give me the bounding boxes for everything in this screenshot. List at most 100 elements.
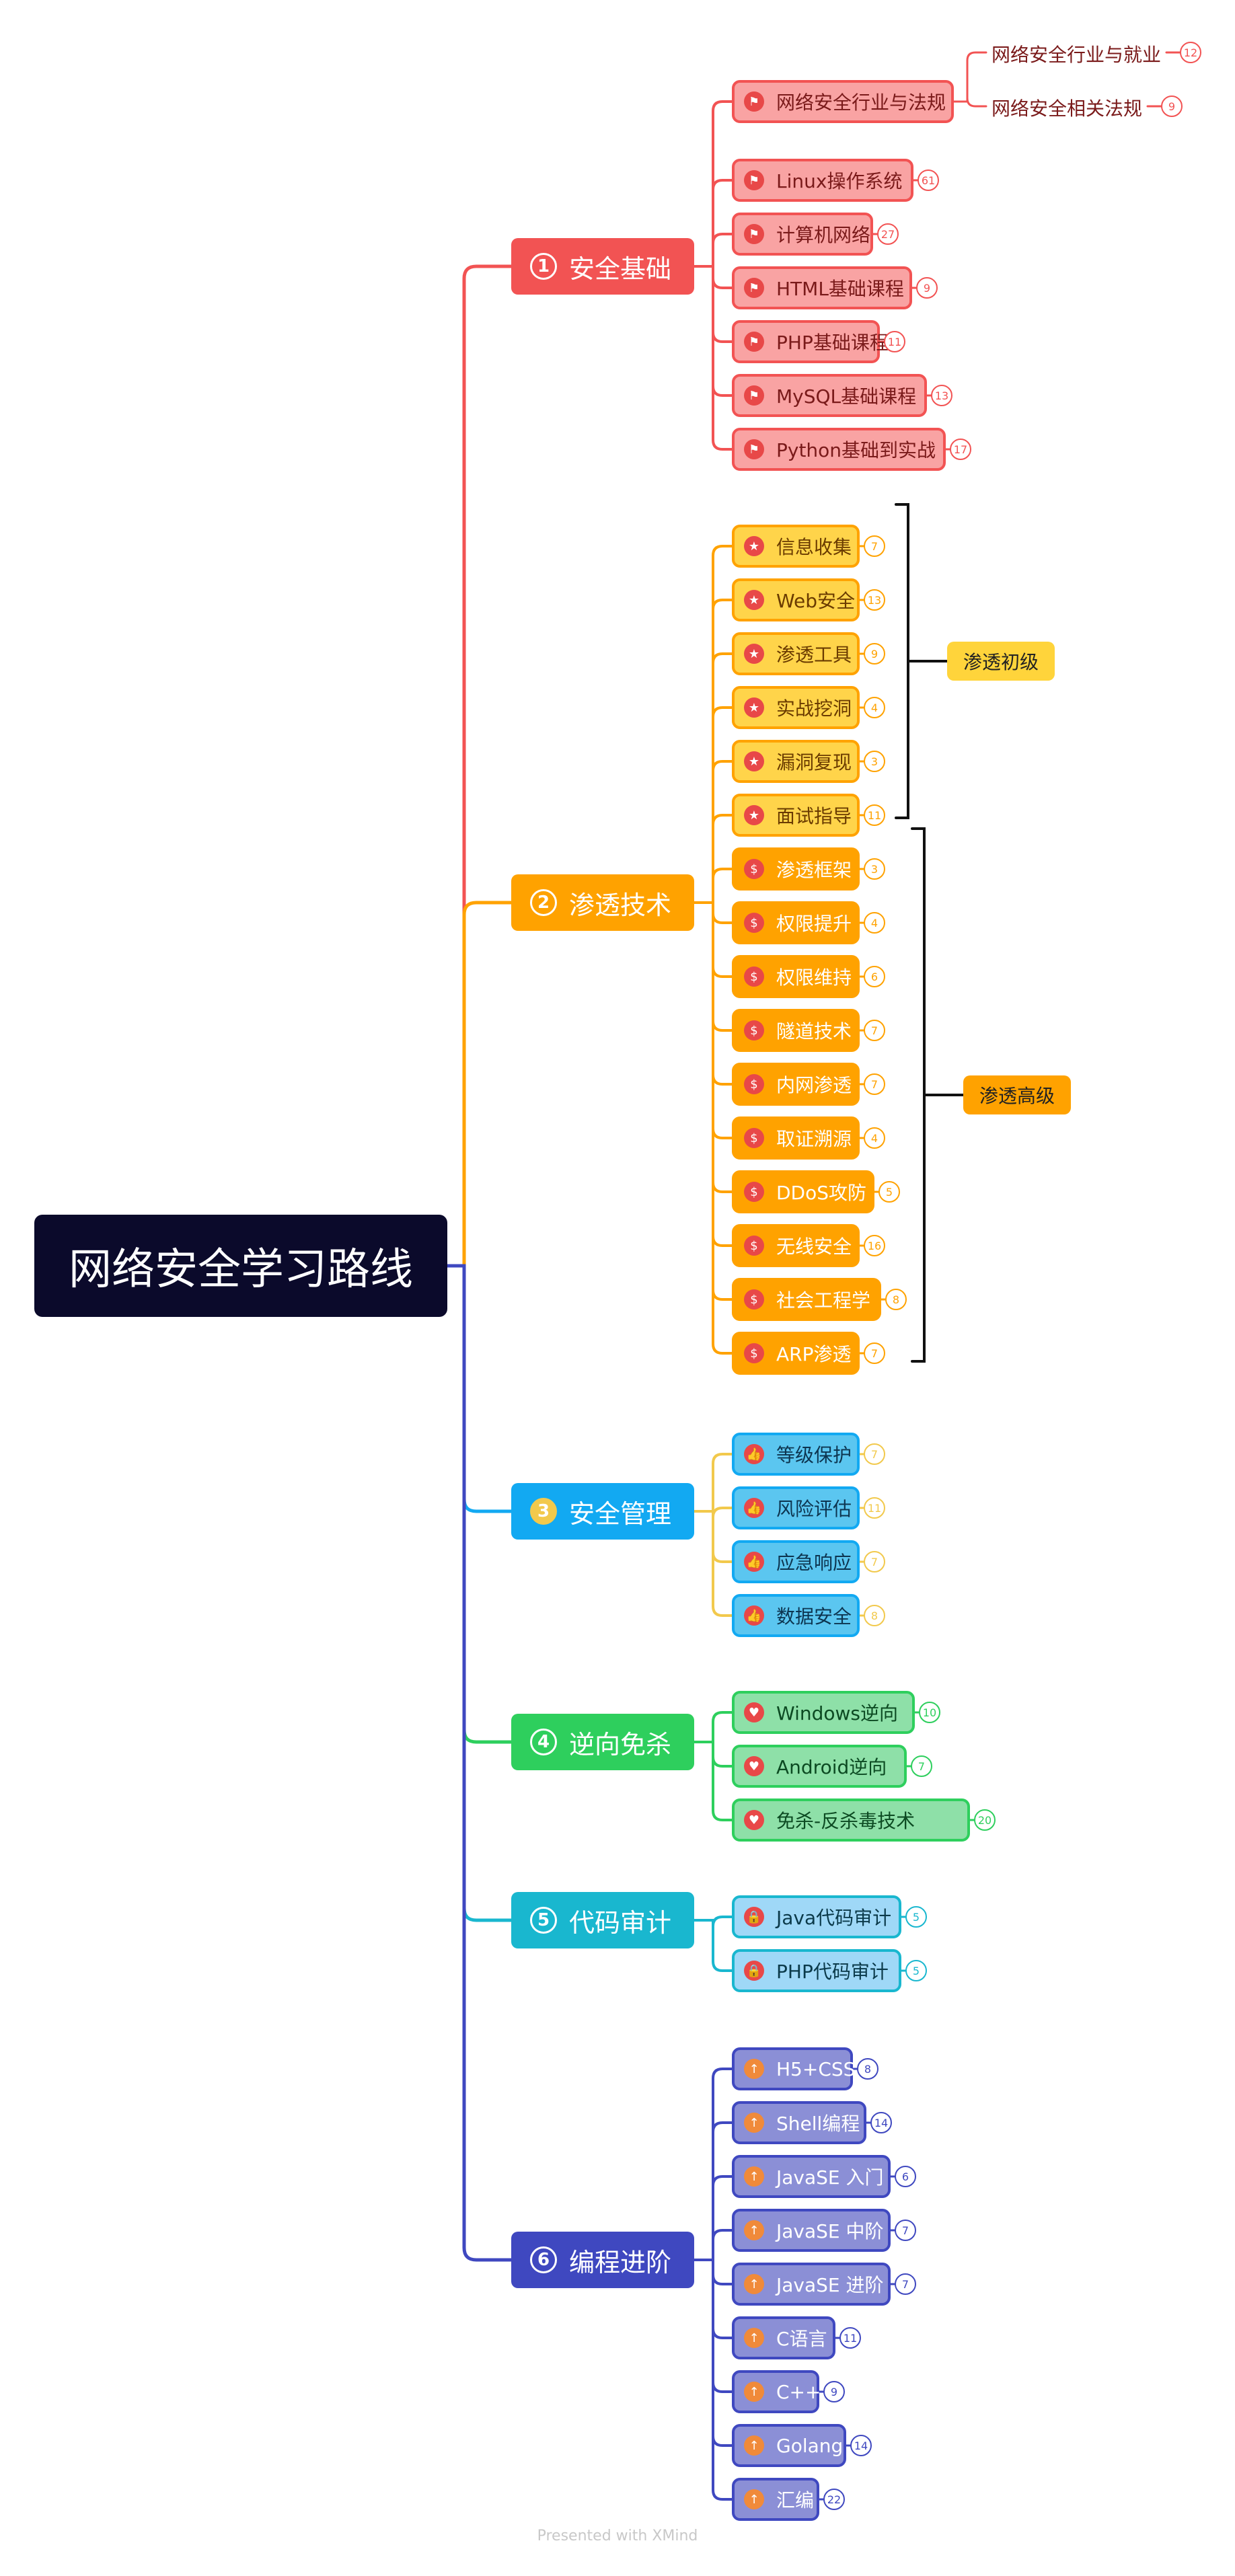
count-badge[interactable]: 20 xyxy=(974,1809,996,1831)
count-badge[interactable]: 11 xyxy=(884,331,905,352)
subtopic-ddos[interactable]: $DDoS攻防 xyxy=(732,1170,874,1213)
subtopic-java[interactable]: 🔒Java代码审计 xyxy=(732,1895,901,1938)
subtopic-item[interactable]: ⚑计算机网络 xyxy=(732,213,873,256)
count-badge[interactable]: 17 xyxy=(950,439,971,460)
subtopic-item[interactable]: ★面试指导 xyxy=(732,794,860,837)
subtopic-h5-css[interactable]: ↑H5+CSS xyxy=(732,2047,855,2090)
count-badge[interactable]: 7 xyxy=(864,1073,885,1095)
flag-icon: ⚑ xyxy=(744,332,764,352)
count-badge[interactable]: 7 xyxy=(864,1020,885,1041)
count-badge[interactable]: 3 xyxy=(864,751,885,772)
subtopic-item[interactable]: $社会工程学 xyxy=(732,1278,881,1321)
count-badge[interactable]: 4 xyxy=(864,912,885,934)
count-badge[interactable]: 9 xyxy=(864,643,885,665)
subtopic-item[interactable]: ★漏洞复现 xyxy=(732,740,860,783)
count-badge[interactable]: 14 xyxy=(870,2112,892,2133)
connector-line xyxy=(712,901,733,1301)
subtopic-item[interactable]: $隧道技术 xyxy=(732,1009,860,1052)
subtopic-label: 隧道技术 xyxy=(776,1020,852,1043)
count-badge[interactable]: 4 xyxy=(864,1127,885,1149)
subtopic-javase[interactable]: ↑JavaSE 进阶 xyxy=(732,2263,891,2306)
connector-line xyxy=(895,503,909,819)
subtopic-item[interactable]: $渗透框架 xyxy=(732,847,860,891)
count-badge[interactable]: 7 xyxy=(864,1342,885,1364)
count-badge[interactable]: 16 xyxy=(864,1235,885,1256)
subtopic-windows[interactable]: ♥Windows逆向 xyxy=(732,1691,915,1734)
count-badge[interactable]: 6 xyxy=(864,966,885,987)
count-badge[interactable]: 7 xyxy=(864,1551,885,1573)
subtopic-javase[interactable]: ↑JavaSE 入门 xyxy=(732,2155,891,2198)
connector-line xyxy=(445,1264,513,1922)
count-badge[interactable]: 5 xyxy=(878,1181,900,1203)
subtopic-item[interactable]: ♥免杀-反杀毒技术 xyxy=(732,1798,970,1842)
subtopic-php[interactable]: ⚑PHP基础课程 xyxy=(732,320,889,363)
count-badge[interactable]: 7 xyxy=(911,1755,932,1777)
subtopic-item[interactable]: ★信息收集 xyxy=(732,525,860,568)
count-badge[interactable]: 12 xyxy=(1180,42,1201,63)
subtopic-item[interactable]: ⚑网络安全行业与法规 xyxy=(732,80,954,123)
subtopic-item[interactable]: $权限维持 xyxy=(732,955,860,998)
count-badge[interactable]: 7 xyxy=(895,2273,916,2295)
count-badge[interactable]: 3 xyxy=(864,858,885,880)
subtopic-item[interactable]: 👍应急响应 xyxy=(732,1540,860,1583)
count-badge[interactable]: 4 xyxy=(864,697,885,718)
leaf-topic[interactable]: 网络安全相关法规 xyxy=(991,98,1143,120)
subtopic-item[interactable]: 👍数据安全 xyxy=(732,1594,860,1637)
count-badge[interactable]: 11 xyxy=(864,1497,885,1519)
count-badge[interactable]: 8 xyxy=(864,1605,885,1626)
count-badge[interactable]: 6 xyxy=(895,2166,916,2187)
subtopic-shell[interactable]: ↑Shell编程 xyxy=(732,2101,866,2144)
subtopic-javase[interactable]: ↑JavaSE 中阶 xyxy=(732,2209,891,2252)
subtopic-web[interactable]: ★Web安全 xyxy=(732,578,860,621)
subtopic-item[interactable]: ★渗透工具 xyxy=(732,632,860,675)
subtopic-android[interactable]: ♥Android逆向 xyxy=(732,1745,907,1788)
count-badge[interactable]: 13 xyxy=(864,589,885,611)
summary-tag[interactable]: 渗透初级 xyxy=(947,642,1055,681)
subtopic-html[interactable]: ⚑HTML基础课程 xyxy=(732,266,912,309)
count-badge[interactable]: 8 xyxy=(885,1289,907,1310)
up-arrow-icon: ↑ xyxy=(744,2274,764,2294)
count-badge[interactable]: 13 xyxy=(931,385,952,406)
count-badge[interactable]: 7 xyxy=(895,2220,916,2241)
count-badge[interactable]: 22 xyxy=(823,2489,845,2510)
subtopic-item[interactable]: ★实战挖洞 xyxy=(732,686,860,729)
count-badge[interactable]: 9 xyxy=(1161,96,1183,117)
subtopic-arp[interactable]: $ARP渗透 xyxy=(732,1332,860,1375)
count-badge[interactable]: 61 xyxy=(918,169,939,191)
count-badge[interactable]: 11 xyxy=(839,2327,861,2349)
count-badge[interactable]: 5 xyxy=(905,1960,927,1981)
count-badge[interactable]: 9 xyxy=(916,277,938,299)
summary-tag[interactable]: 渗透高级 xyxy=(963,1075,1072,1114)
count-badge[interactable]: 9 xyxy=(823,2381,845,2402)
count-badge[interactable]: 10 xyxy=(919,1702,940,1723)
subtopic-linux[interactable]: ⚑Linux操作系统 xyxy=(732,159,913,202)
count-badge[interactable]: 7 xyxy=(864,535,885,557)
count-badge[interactable]: 14 xyxy=(850,2435,872,2456)
count-badge[interactable]: 27 xyxy=(877,223,899,245)
subtopic-item[interactable]: $无线安全 xyxy=(732,1224,860,1267)
subtopic-php[interactable]: 🔒PHP代码审计 xyxy=(732,1949,901,1992)
subtopic-python[interactable]: ⚑Python基础到实战 xyxy=(732,428,946,471)
count-badge[interactable]: 11 xyxy=(864,804,885,826)
subtopic-item[interactable]: $内网渗透 xyxy=(732,1063,860,1106)
count-badge[interactable]: 8 xyxy=(857,2058,878,2080)
subtopic-c[interactable]: ↑C++ xyxy=(732,2370,821,2413)
subtopic-item[interactable]: 👍风险评估 xyxy=(732,1486,860,1529)
subtopic-item[interactable]: $权限提升 xyxy=(732,901,860,944)
leaf-topic[interactable]: 网络安全行业与就业 xyxy=(991,44,1162,66)
subtopic-mysql[interactable]: ⚑MySQL基础课程 xyxy=(732,374,927,417)
subtopic-item[interactable]: ↑汇编 xyxy=(732,2478,819,2521)
root-topic[interactable]: 网络安全学习路线 xyxy=(34,1215,447,1317)
count-badge[interactable]: 7 xyxy=(864,1443,885,1465)
subtopic-golang[interactable]: ↑Golang xyxy=(732,2424,846,2467)
count-badge[interactable]: 5 xyxy=(905,1906,927,1928)
subtopic-item[interactable]: 👍等级保护 xyxy=(732,1433,860,1476)
subtopic-item[interactable]: $取证溯源 xyxy=(732,1116,860,1160)
subtopic-c[interactable]: ↑C语言 xyxy=(732,2316,835,2359)
